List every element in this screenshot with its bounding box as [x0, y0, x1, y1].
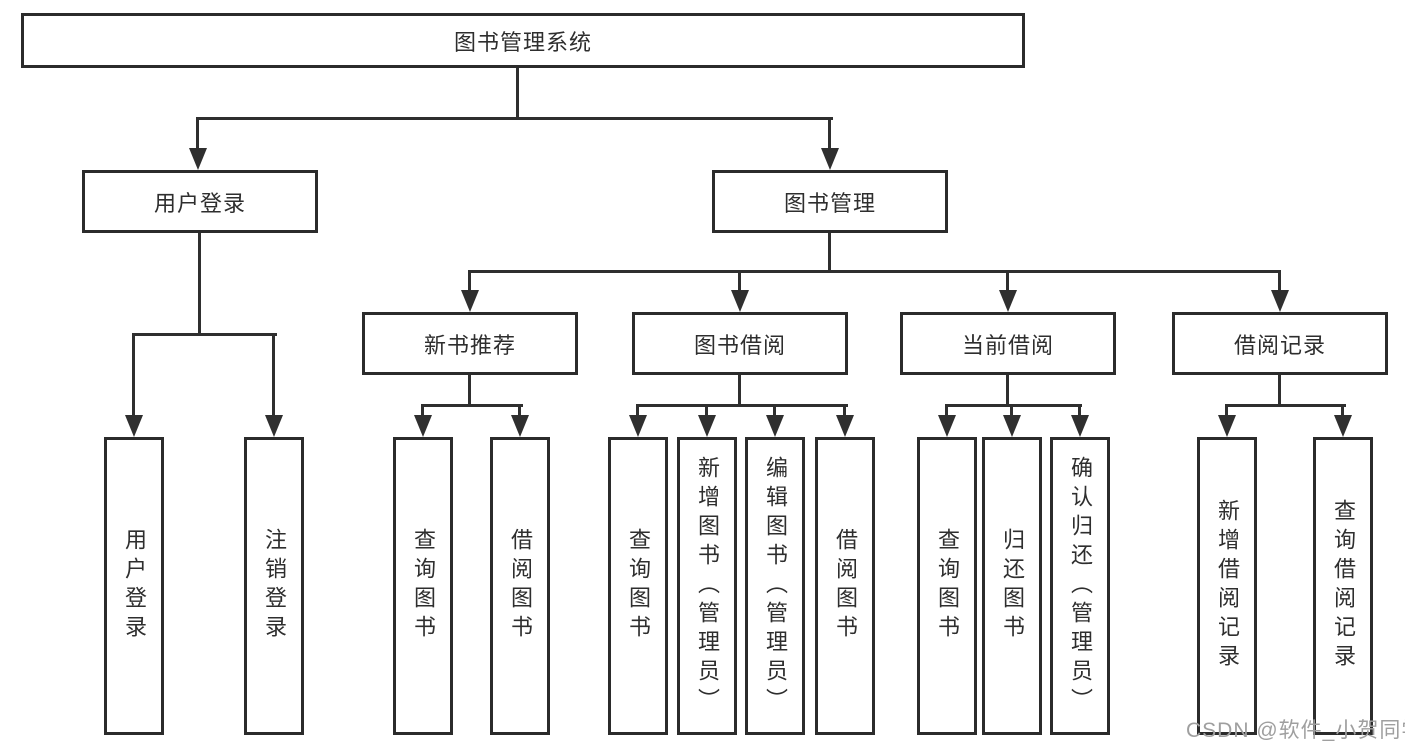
connector-stem [828, 117, 831, 150]
connector-stem [1010, 404, 1013, 417]
connector-bookmgmt-stub [828, 233, 831, 272]
connector-stem [132, 333, 135, 417]
arrowhead-down-icon [629, 415, 647, 437]
connector-stem [1078, 404, 1081, 417]
node-new-book-recommend: 新书推荐 [362, 312, 578, 375]
node-leaf-return-book: 归还图书 [982, 437, 1042, 735]
connector-stem [1341, 404, 1344, 417]
arrowhead-down-icon [189, 148, 207, 170]
connector-bar [636, 404, 848, 407]
node-leaf-user-login: 用户登录 [104, 437, 164, 735]
connector-stem [421, 404, 424, 417]
arrowhead-down-icon [731, 290, 749, 312]
connector-userlogin-stub [198, 233, 201, 335]
arrowhead-down-icon [836, 415, 854, 437]
node-leaf-logout: 注销登录 [244, 437, 304, 735]
connector-stem [773, 404, 776, 417]
node-leaf-edit-book-admin: 编辑图书（管理员） [745, 437, 805, 735]
arrowhead-down-icon [938, 415, 956, 437]
arrowhead-down-icon [265, 415, 283, 437]
arrowhead-down-icon [1334, 415, 1352, 437]
arrowhead-down-icon [461, 290, 479, 312]
arrowhead-down-icon [511, 415, 529, 437]
connector-bookmgmt-bar [468, 270, 1281, 273]
connector-stem [705, 404, 708, 417]
connector-stub [1278, 375, 1281, 406]
connector-bar [1225, 404, 1346, 407]
node-leaf-add-book-admin: 新增图书（管理员） [677, 437, 737, 735]
connector-stem [945, 404, 948, 417]
connector-userlogin-bar [132, 333, 277, 336]
connector-stem [636, 404, 639, 417]
arrowhead-down-icon [1271, 290, 1289, 312]
connector-bar [945, 404, 1082, 407]
connector-stub [1006, 375, 1009, 406]
arrowhead-down-icon [821, 148, 839, 170]
node-book-management: 图书管理 [712, 170, 948, 233]
connector-stem [468, 270, 471, 292]
node-leaf-query-books-1: 查询图书 [393, 437, 453, 735]
connector-stem [1278, 270, 1281, 292]
arrowhead-down-icon [1071, 415, 1089, 437]
node-leaf-query-books-3: 查询图书 [917, 437, 977, 735]
node-current-borrow: 当前借阅 [900, 312, 1116, 375]
connector-stem [843, 404, 846, 417]
arrowhead-down-icon [766, 415, 784, 437]
node-leaf-confirm-return-admin: 确认归还（管理员） [1050, 437, 1110, 735]
node-user-login: 用户登录 [82, 170, 318, 233]
node-leaf-query-borrow-record: 查询借阅记录 [1313, 437, 1373, 735]
connector-root-stub [516, 68, 519, 119]
arrowhead-down-icon [1003, 415, 1021, 437]
node-leaf-add-borrow-record: 新增借阅记录 [1197, 437, 1257, 735]
arrowhead-down-icon [1218, 415, 1236, 437]
connector-stub [468, 375, 471, 406]
node-library-management-system: 图书管理系统 [21, 13, 1025, 68]
connector-stem [1225, 404, 1228, 417]
arrowhead-down-icon [414, 415, 432, 437]
connector-stub [738, 375, 741, 406]
connector-stem [738, 270, 741, 292]
connector-stem [196, 117, 199, 150]
connector-stem [272, 333, 275, 417]
node-book-borrow: 图书借阅 [632, 312, 848, 375]
node-leaf-query-books-2: 查询图书 [608, 437, 668, 735]
arrowhead-down-icon [999, 290, 1017, 312]
node-borrow-records: 借阅记录 [1172, 312, 1388, 375]
connector-root-bar [196, 117, 833, 120]
node-leaf-borrow-books-2: 借阅图书 [815, 437, 875, 735]
node-leaf-borrow-books-1: 借阅图书 [490, 437, 550, 735]
arrowhead-down-icon [698, 415, 716, 437]
connector-stem [518, 404, 521, 417]
csdn-watermark: CSDN @软件_小贺同学 [1186, 719, 1405, 742]
arrowhead-down-icon [125, 415, 143, 437]
connector-stem [1006, 270, 1009, 292]
connector-bar [421, 404, 523, 407]
